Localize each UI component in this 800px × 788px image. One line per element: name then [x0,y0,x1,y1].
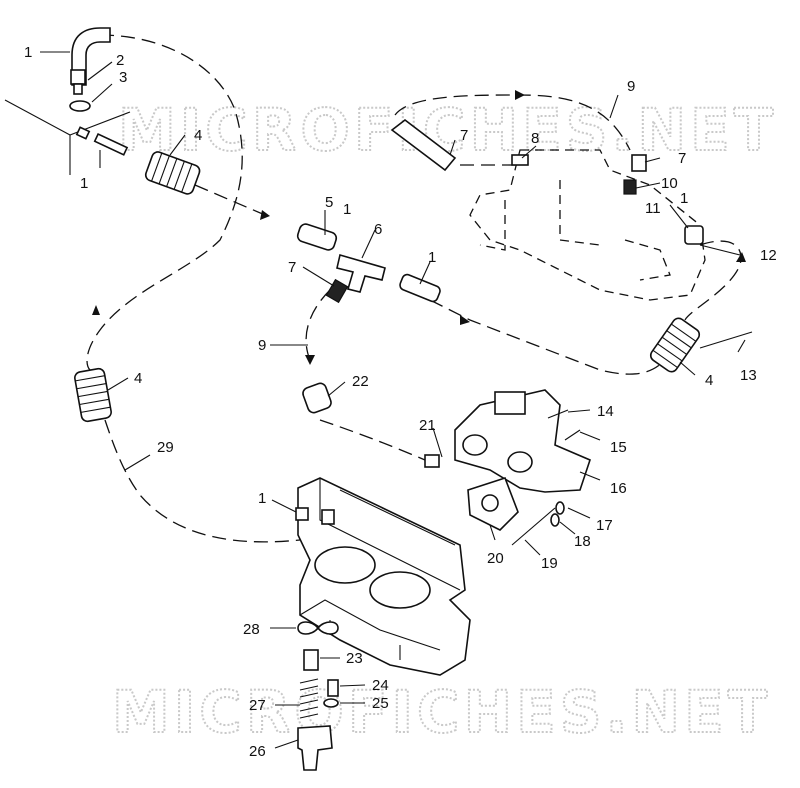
callout-15: 15 [610,439,627,456]
hose-7-top [390,118,457,172]
short-hose-5 [296,223,338,251]
block-fitting-1 [295,507,309,521]
pipe-1-left [93,132,129,156]
washer-17 [555,501,565,515]
fitting-21 [424,454,440,468]
bellows-hose-upper [144,151,201,195]
washer-3 [69,100,91,112]
callout-8: 8 [531,130,539,147]
callout-6: 6 [374,221,382,238]
tank-outline [4,99,131,175]
clamp-7-left [325,278,349,304]
callout-28: 28 [243,621,260,638]
callout-1-fitting11: 1 [680,190,688,207]
callout-1-elbow: 1 [24,44,32,61]
seal-28 [297,621,339,635]
spring-27 [299,678,319,719]
callout-22: 22 [352,373,369,390]
hose-routing [86,34,742,543]
bellows-hose-right [649,317,701,373]
callout-7-right: 7 [678,150,686,167]
callout-20: 20 [487,550,504,567]
ghost-exhaust-housing [469,149,706,301]
exhaust-manifold-16 [454,389,591,493]
callout-21: 21 [419,417,436,434]
callout-12: 12 [760,247,777,264]
callout-24: 24 [372,677,389,694]
watermark-bottom: MICROFICHES.NET [112,678,771,746]
callout-7-clamp: 7 [288,259,296,276]
callout-18: 18 [574,533,591,550]
cylinder-bore-left [314,546,376,584]
callout-14: 14 [597,403,614,420]
callout-4-left: 4 [134,370,142,387]
washer-25 [323,698,339,708]
callout-1-hose5: 1 [343,201,351,218]
callout-5: 5 [325,194,333,211]
callout-9-top: 9 [627,78,635,95]
bolt-15 [564,429,581,441]
callout-10: 10 [661,175,678,192]
callout-2: 2 [116,52,124,69]
callout-4-upper: 4 [194,127,202,144]
fitting-2 [70,69,86,85]
sensor-23 [303,649,319,671]
callout-7-hose: 7 [460,127,468,144]
leader-lines [40,51,746,749]
callout-16: 16 [610,480,627,497]
callout-1-pipe: 1 [80,175,88,192]
cylinder-bore-right [369,571,431,609]
callout-3: 3 [119,69,127,86]
callout-29: 29 [157,439,174,456]
fitting-8 [511,154,529,166]
callout-23: 23 [346,650,363,667]
sender-26 [297,725,333,771]
callout-11: 11 [645,200,661,217]
tee-fitting-6 [336,253,386,293]
bolt-14 [547,409,569,419]
fitting-2-stem [73,83,83,95]
callout-4-right: 4 [705,372,713,389]
callout-26: 26 [249,743,266,760]
cable-tie-13 [699,331,753,349]
block-top-edge [319,478,461,591]
callout-25: 25 [372,695,389,712]
bellows-hose-left [74,367,112,423]
screw-24 [327,679,339,697]
callout-1-block: 1 [258,490,266,507]
clamp-7-right [631,154,647,172]
callout-19: 19 [541,555,558,572]
block-nipple [321,509,335,525]
bolt-19 [511,507,556,546]
fitting-10 [623,179,637,195]
callout-17: 17 [596,517,613,534]
hose-1-middle [399,273,441,303]
manifold-port-b [507,451,533,473]
callout-27: 27 [249,697,266,714]
manifold-port-a [462,434,488,456]
manifold-flange [494,391,526,415]
elbow-22 [302,382,332,414]
gasket-hole [481,494,499,512]
routing-arrows [92,90,746,365]
callout-1-hose-mid: 1 [428,249,436,266]
washer-18 [550,513,560,527]
callout-13: 13 [740,367,757,384]
nipple-small [75,126,91,140]
fitting-11 [684,225,704,245]
callout-9-left: 9 [258,337,266,354]
